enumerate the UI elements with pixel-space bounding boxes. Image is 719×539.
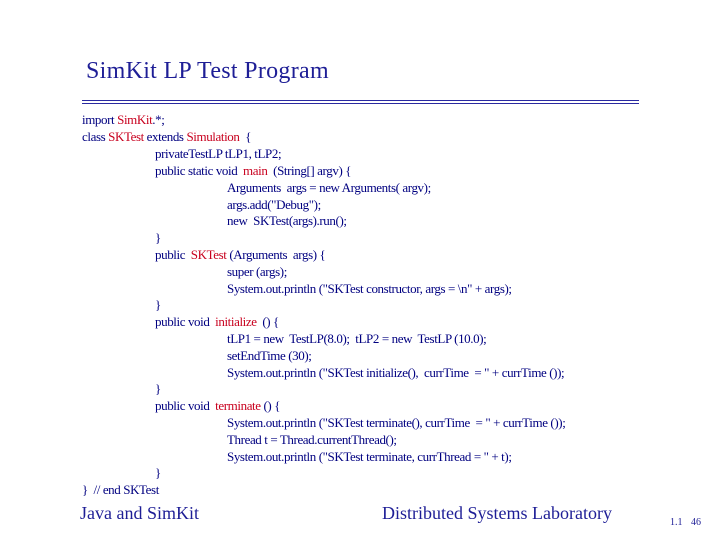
code-token: public xyxy=(155,247,191,262)
code-token: () { xyxy=(256,314,279,329)
page-number: 46 xyxy=(691,517,701,528)
code-line: } xyxy=(155,230,161,245)
code-line: Thread t = Thread.currentThread(); xyxy=(227,432,397,447)
code-line: System.out.println ("SKTest initialize()… xyxy=(227,365,565,380)
title-divider-bottom xyxy=(82,103,639,104)
code-line: } xyxy=(155,297,161,312)
code-keyword: SKTest xyxy=(108,129,144,144)
code-line: public void initialize () { xyxy=(155,313,279,330)
code-line: new SKTest(args).run(); xyxy=(227,213,347,228)
code-keyword: SimKit xyxy=(117,112,153,127)
code-token: extends xyxy=(143,129,187,144)
code-line: tLP1 = new TestLP(8.0); tLP2 = new TestL… xyxy=(227,331,487,346)
code-keyword: Simulation xyxy=(186,129,240,144)
code-line: public static void main (String[] argv) … xyxy=(155,162,351,179)
code-keyword: main xyxy=(243,163,268,178)
code-token: (Arguments args) { xyxy=(226,247,326,262)
code-line: public SKTest (Arguments args) { xyxy=(155,246,326,263)
slide-title: SimKit LP Test Program xyxy=(86,58,329,84)
code-line: } xyxy=(155,465,161,480)
code-keyword: initialize xyxy=(215,314,257,329)
footer-course-title: Java and SimKit xyxy=(80,503,199,523)
code-token: import xyxy=(82,112,118,127)
code-line: class SKTest extends Simulation { xyxy=(82,128,251,145)
code-line: } // end SKTest xyxy=(82,482,159,497)
code-line: import SimKit.*; xyxy=(82,111,165,128)
code-token: public static void xyxy=(155,163,244,178)
section-number: 1.1 xyxy=(670,517,683,528)
code-line: args.add("Debug"); xyxy=(227,197,321,212)
code-keyword: SKTest xyxy=(190,247,227,262)
code-token: (String[] argv) { xyxy=(267,163,352,178)
code-token: class xyxy=(82,129,109,144)
code-line: privateTestLP tLP1, tLP2; xyxy=(155,146,282,161)
code-line: public void terminate () { xyxy=(155,397,280,414)
code-line: setEndTime (30); xyxy=(227,348,312,363)
code-line: System.out.println ("SKTest constructor,… xyxy=(227,281,512,296)
code-token: () { xyxy=(260,398,281,413)
code-keyword: terminate xyxy=(215,398,261,413)
code-token: public void xyxy=(155,398,216,413)
footer-lab-name: Distributed Systems Laboratory xyxy=(382,503,612,523)
title-divider-top xyxy=(82,100,639,101)
code-line: System.out.println ("SKTest terminate(),… xyxy=(227,415,566,430)
code-line: } xyxy=(155,381,161,396)
code-line: super (args); xyxy=(227,264,287,279)
code-line: Arguments args = new Arguments( argv); xyxy=(227,180,431,195)
code-token: .*; xyxy=(152,112,165,127)
code-line: System.out.println ("SKTest terminate, c… xyxy=(227,449,512,464)
code-token: { xyxy=(239,129,252,144)
code-token: public void xyxy=(155,314,216,329)
